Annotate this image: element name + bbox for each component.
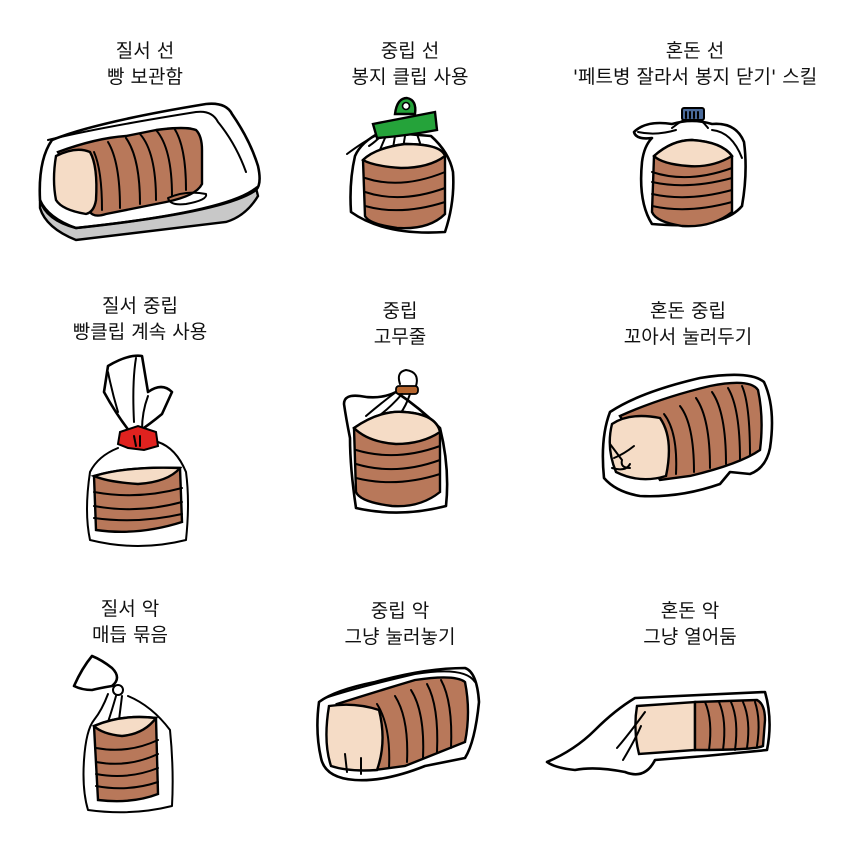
method-title: '페트병 잘라서 봉지 닫기' 스킬 — [572, 66, 818, 88]
bread-box-icon — [36, 100, 266, 250]
cell-label: 중립 고무줄 — [330, 298, 470, 350]
rubber-band-icon — [340, 368, 460, 518]
alignment-title: 질서 선 — [115, 40, 175, 62]
method-title: 고무줄 — [373, 326, 427, 348]
alignment-title: 질서 악 — [100, 598, 160, 620]
alignment-title: 중립 악 — [370, 600, 430, 622]
alignment-title: 중립 — [382, 300, 418, 322]
alignment-title: 혼돈 선 — [665, 40, 725, 62]
alignment-title: 혼돈 중립 — [650, 300, 726, 322]
method-title: 봉지 클립 사용 — [351, 66, 469, 88]
tucked-under-icon — [315, 662, 485, 792]
alignment-title: 질서 중립 — [102, 295, 178, 317]
method-title: 꼬아서 눌러두기 — [623, 326, 753, 348]
cell-label: 혼돈 중립 꼬아서 눌러두기 — [588, 298, 788, 350]
method-title: 그냥 눌러놓기 — [344, 626, 456, 648]
method-title: 빵클립 계속 사용 — [72, 321, 208, 343]
cell-label: 혼돈 선 '페트병 잘라서 봉지 닫기' 스킬 — [555, 38, 835, 90]
bottle-neck-icon — [632, 102, 752, 242]
cell-label: 질서 선 빵 보관함 — [40, 38, 250, 90]
cell-label: 질서 악 매듭 묶음 — [55, 596, 205, 648]
method-title: 그냥 열어둠 — [643, 626, 737, 648]
cell-label: 혼돈 악 그냥 열어둠 — [600, 598, 780, 650]
bag-clip-icon — [345, 92, 465, 242]
bread-clip-icon — [78, 352, 198, 552]
open-bag-icon — [545, 690, 775, 790]
method-title: 빵 보관함 — [107, 66, 183, 88]
method-title: 매듭 묶음 — [92, 624, 168, 646]
alignment-title: 혼돈 악 — [660, 600, 720, 622]
alignment-title: 중립 선 — [380, 40, 440, 62]
cell-label: 중립 선 봉지 클립 사용 — [310, 38, 510, 90]
twisted-tucked-icon — [600, 368, 780, 508]
cell-label: 질서 중립 빵클립 계속 사용 — [40, 293, 240, 345]
cell-label: 중립 악 그냥 눌러놓기 — [320, 598, 480, 650]
knot-icon — [72, 650, 182, 820]
